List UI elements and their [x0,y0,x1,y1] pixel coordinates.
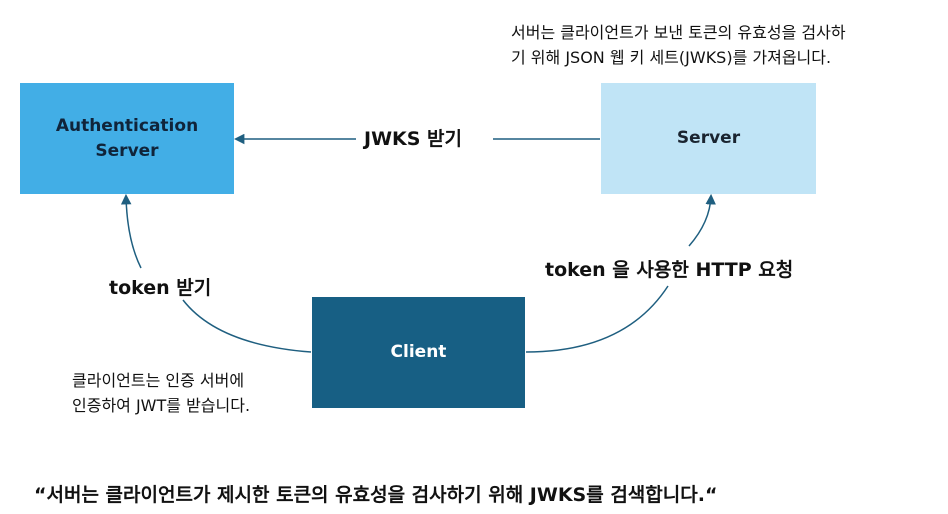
arrow-client-to-auth-upper [120,193,142,269]
server-node: Server [601,83,816,194]
arrow-client-to-server-lower [525,285,669,353]
client-note: 클라이언트는 인증 서버에 인증하여 JWT를 받습니다. [72,371,251,415]
arrow-client-to-server-upper [688,193,716,247]
server-note: 서버는 클라이언트가 보낸 토큰의 유효성을 검사하 기 위해 JSON 웹 키… [511,23,846,67]
client-node: Client [312,297,525,408]
arrow-client-to-auth-lower [182,299,312,353]
token-http-edge-label: token 을 사용한 HTTP 요청 [545,259,794,281]
footer-caption: “서버는 클라이언트가 제시한 토큰의 유효성을 검사하기 위해 JWKS를 검… [34,484,718,506]
jwks-edge-label: JWKS 받기 [364,128,463,150]
token-receive-edge-label: token 받기 [109,277,212,299]
authentication-server-node: Authentication Server [20,83,234,194]
